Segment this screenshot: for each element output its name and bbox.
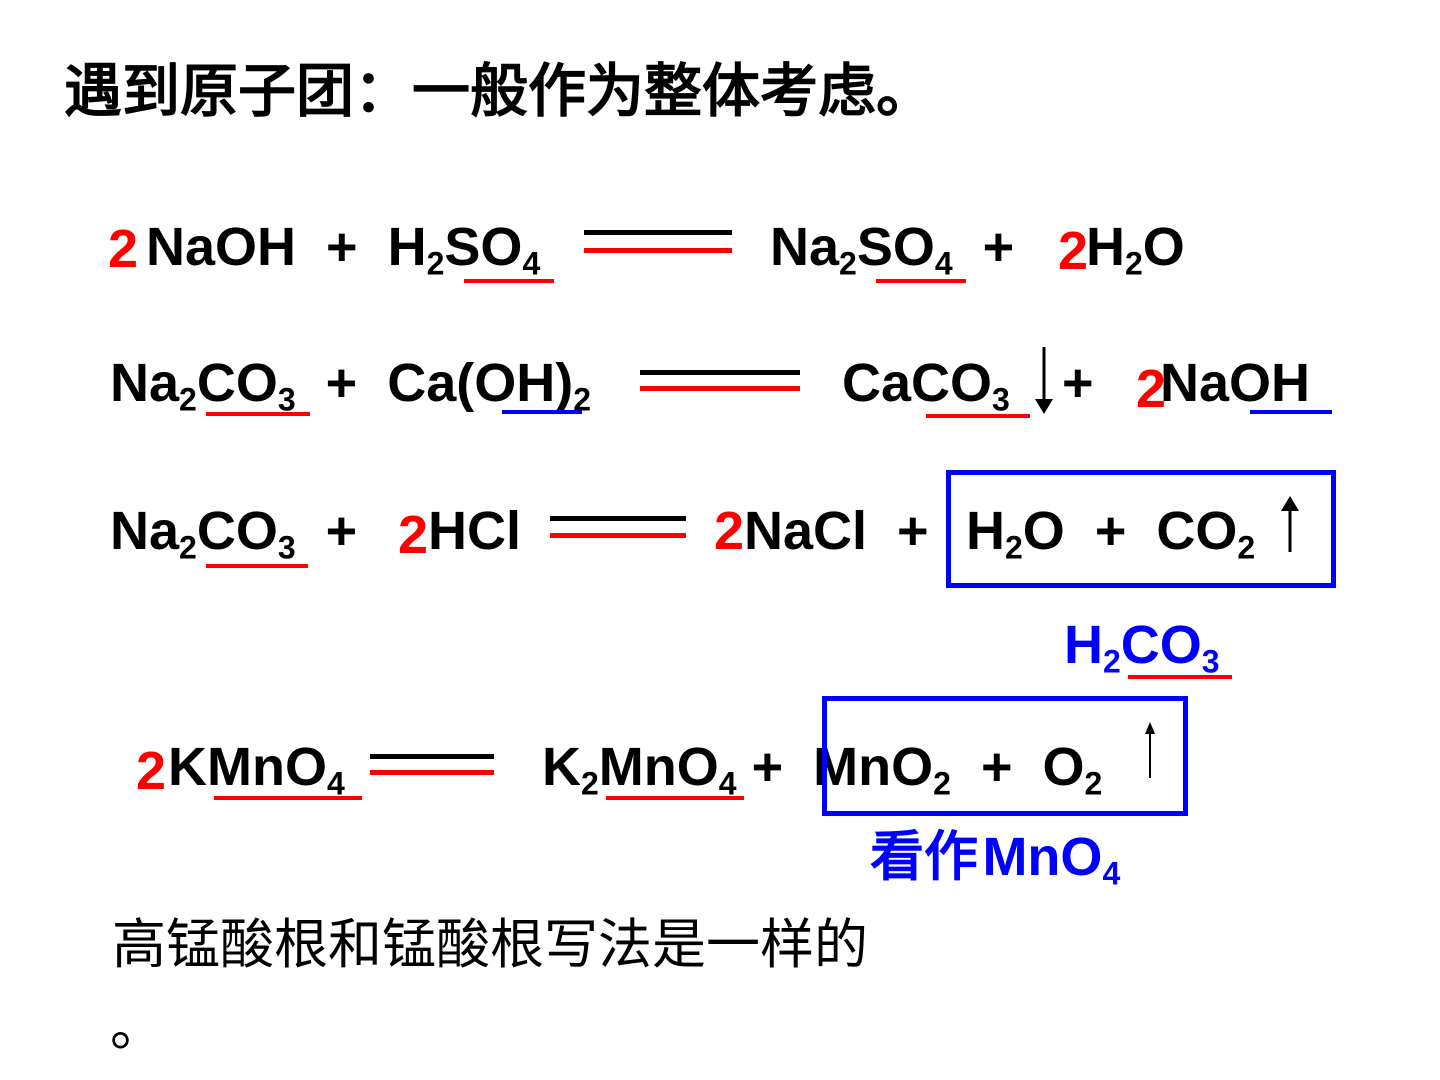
coefficient: 2 <box>108 219 139 279</box>
grouping-box-mno4 <box>822 696 1188 816</box>
reactant-na2co3: Na2CO3 + <box>110 501 358 566</box>
underline-co3 <box>206 412 310 416</box>
product-na2so4: Na2SO4 + <box>770 217 1015 282</box>
coefficient: 2 <box>398 505 429 565</box>
grouping-box-h2co3 <box>946 470 1336 588</box>
footer-note-period: 。 <box>110 995 164 1058</box>
underline-co3 <box>926 414 1030 418</box>
h2co3-label: H2CO3 <box>1064 615 1220 680</box>
coefficient: 2 <box>1058 221 1089 281</box>
underline-mno4 <box>606 796 744 800</box>
reactant-hcl: HCl <box>428 501 521 561</box>
reactants: NaOH + H2SO4 <box>146 217 541 282</box>
underline-so4 <box>464 279 554 283</box>
underline-mno4 <box>214 796 362 800</box>
underline-oh <box>1250 410 1332 414</box>
product-h2o: H2O <box>1086 217 1185 282</box>
footer-note: 高锰酸根和锰酸根写法是一样的 <box>112 913 868 976</box>
product-nacl: NaCl + <box>744 501 929 561</box>
gas-up-arrow-icon <box>1281 496 1299 552</box>
equals-line-bottom <box>370 770 494 775</box>
products: K2MnO4 + MnO2 + O2 <box>542 737 1103 802</box>
equals-line-bottom <box>550 533 686 538</box>
equals-line-top <box>584 230 732 235</box>
equals-line-bottom <box>584 248 732 253</box>
underline-co3 <box>206 564 308 568</box>
coefficient: 2 <box>136 741 167 801</box>
plus-sign: + <box>1062 353 1094 413</box>
reactants: Na2CO3 + Ca(OH)2 <box>110 353 591 418</box>
coefficient: 2 <box>714 501 745 561</box>
product-h2o-co2: H2O + CO2 <box>966 501 1256 566</box>
equals-line-top <box>640 370 800 375</box>
reactant-kmno4: KMnO4 <box>168 737 345 802</box>
mno4-note: 看作 MnO4 <box>870 825 1121 892</box>
product-naoh: NaOH <box>1160 353 1311 413</box>
underline-oh <box>502 410 582 414</box>
page-title: 遇到原子团：一般作为整体考虑。 <box>64 57 935 125</box>
precipitate-down-arrow-icon <box>1035 347 1053 414</box>
coefficient: 2 <box>1136 359 1167 419</box>
equals-line-bottom <box>640 386 800 391</box>
equals-line-top <box>370 754 494 759</box>
underline-so4 <box>876 279 966 283</box>
gas-up-arrow-icon <box>1145 722 1155 778</box>
product-caco3: CaCO3 <box>842 353 1010 418</box>
underline-co3 <box>1128 675 1232 679</box>
equals-line-top <box>550 516 686 521</box>
